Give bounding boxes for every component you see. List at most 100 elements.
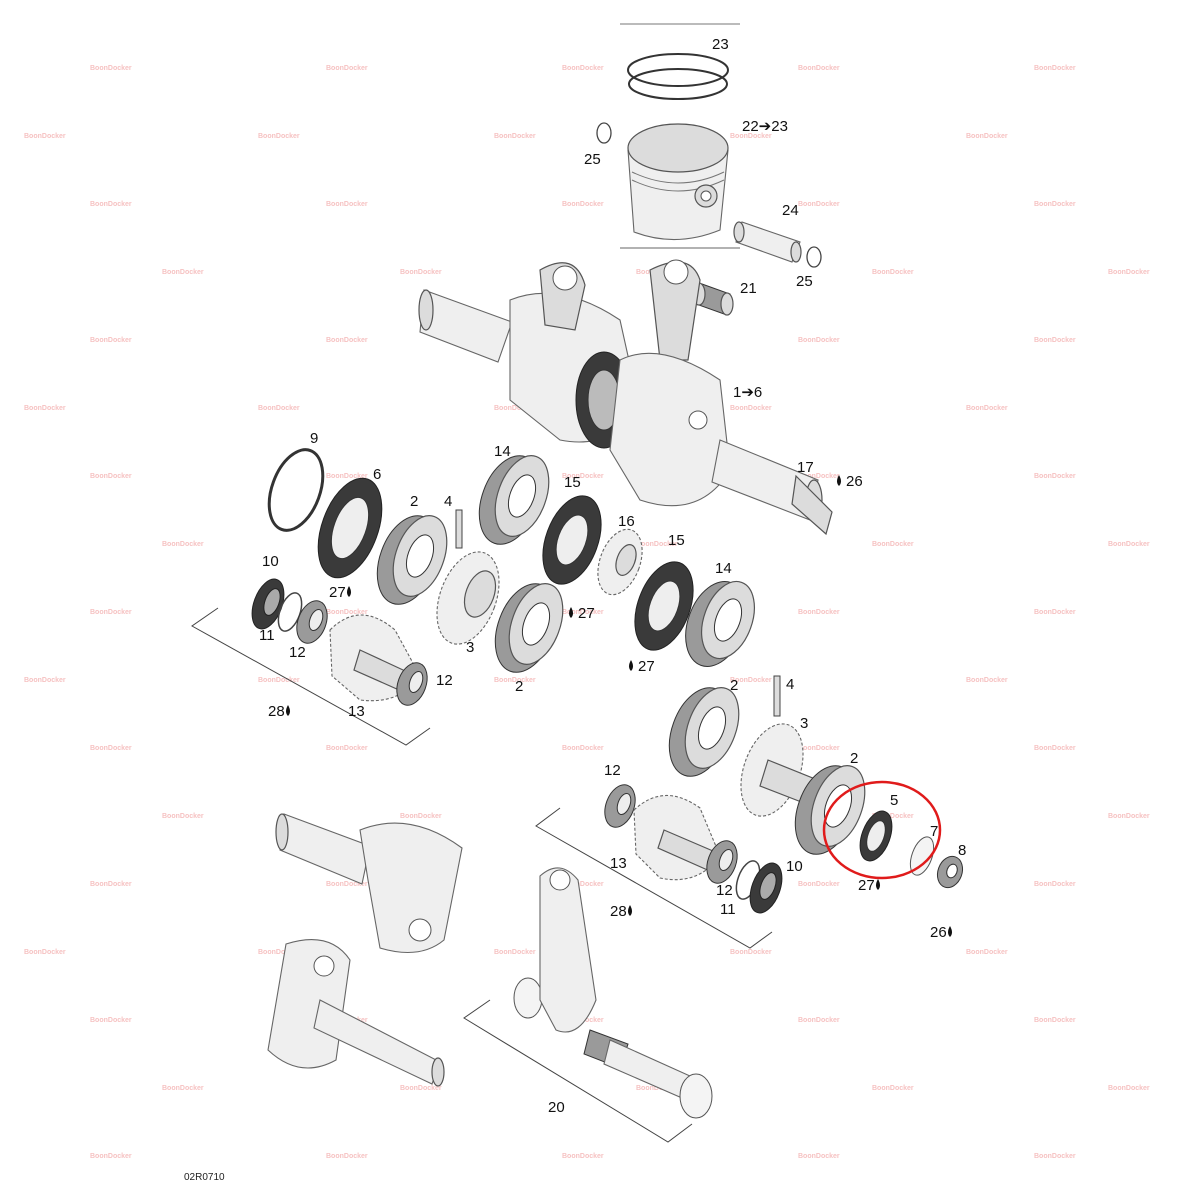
- watermark: BoonDocker: [326, 201, 368, 208]
- oil-seal-5: [859, 810, 893, 862]
- watermark: BoonDocker: [872, 1085, 914, 1092]
- watermark: BoonDocker: [90, 881, 132, 888]
- watermark: BoonDocker: [966, 405, 1008, 412]
- watermark: BoonDocker: [798, 1017, 840, 1024]
- part-label: 21: [740, 280, 757, 297]
- watermark: BoonDocker: [798, 745, 840, 752]
- part-label: 17: [797, 459, 814, 476]
- watermark: BoonDocker: [636, 1085, 678, 1092]
- oil-drop-icon: [628, 905, 632, 916]
- part-label: 27: [329, 584, 346, 601]
- watermark: BoonDocker: [1034, 1153, 1076, 1160]
- dowel-pin-4-b: [773, 675, 781, 717]
- watermark: BoonDocker: [562, 881, 604, 888]
- part-label: 1➔6: [733, 384, 762, 401]
- watermark: BoonDocker: [966, 133, 1008, 140]
- part-label: 12: [436, 672, 453, 689]
- watermark: BoonDocker: [966, 677, 1008, 684]
- part-label: 16: [618, 513, 635, 530]
- gear-3-a: [436, 551, 500, 645]
- watermark: BoonDocker: [1034, 65, 1076, 72]
- crank-half-upper: [275, 813, 463, 953]
- part-label: 2: [850, 750, 858, 767]
- oil-seal-15-b: [634, 561, 694, 651]
- watermark: BoonDocker: [798, 201, 840, 208]
- part-label: 13: [348, 703, 365, 720]
- oil-drop-icon: [837, 475, 841, 486]
- part-label: 22➔23: [742, 118, 788, 135]
- watermark: BoonDocker: [798, 65, 840, 72]
- watermark: BoonDocker: [326, 1153, 368, 1160]
- watermark: BoonDocker: [798, 473, 840, 480]
- part-label: 2: [515, 678, 523, 695]
- watermark: BoonDocker: [494, 133, 536, 140]
- part-label: 4: [444, 493, 452, 510]
- watermark: BoonDocker: [326, 337, 368, 344]
- bracket-28-b: [535, 807, 773, 949]
- part-label: 11: [259, 627, 275, 644]
- watermark: BoonDocker: [1034, 1017, 1076, 1024]
- watermark: BoonDocker: [24, 677, 66, 684]
- watermark: BoonDocker: [90, 65, 132, 72]
- watermark: BoonDocker: [90, 1153, 132, 1160]
- watermark: BoonDocker: [872, 541, 914, 548]
- watermark: BoonDocker: [562, 201, 604, 208]
- watermark: BoonDocker: [90, 609, 132, 616]
- watermark: BoonDocker: [258, 677, 300, 684]
- part-label: 7: [930, 823, 938, 840]
- piston-pin-24: [733, 221, 802, 263]
- watermark: BoonDocker: [494, 405, 536, 412]
- part-label: 24: [782, 202, 799, 219]
- washer-7: [909, 836, 935, 876]
- part-label: 3: [466, 639, 474, 656]
- oil-drop-icon: [876, 879, 880, 890]
- piston-ring-23: [627, 53, 729, 87]
- part-label: 14: [715, 560, 732, 577]
- watermark: BoonDocker: [730, 677, 772, 684]
- part-label: 8: [958, 842, 966, 859]
- highlight-circle: [822, 780, 942, 880]
- part-label: 2: [410, 493, 418, 510]
- ball-bearing-14-b: [685, 580, 755, 667]
- balancer-gear-13-b: [633, 795, 721, 881]
- part-label: 12: [716, 882, 733, 899]
- watermark: BoonDocker: [966, 949, 1008, 956]
- part-label: 25: [796, 273, 813, 290]
- watermark: BoonDocker: [326, 473, 368, 480]
- watermark: BoonDocker: [400, 269, 442, 276]
- watermark: BoonDocker: [326, 609, 368, 616]
- oil-drop-icon: [286, 705, 290, 716]
- part-label: 15: [668, 532, 685, 549]
- oil-drop-icon: [347, 586, 351, 597]
- bearing-12-a: [296, 600, 328, 644]
- part-label: 27: [578, 605, 595, 622]
- watermark: BoonDocker: [562, 609, 604, 616]
- watermark: BoonDocker: [162, 541, 204, 548]
- watermark: BoonDocker: [730, 405, 772, 412]
- part-label: 14: [494, 443, 511, 460]
- part-label: 27: [858, 877, 875, 894]
- watermark: BoonDocker: [326, 881, 368, 888]
- watermark: BoonDocker: [326, 745, 368, 752]
- watermark: BoonDocker: [24, 133, 66, 140]
- oil-seal-6: [317, 477, 383, 579]
- watermark: BoonDocker: [1034, 201, 1076, 208]
- needle-bearing-10-b: [749, 862, 783, 914]
- watermark: BoonDocker: [798, 1153, 840, 1160]
- bearing-12-b: [396, 662, 428, 706]
- watermark: BoonDocker: [90, 337, 132, 344]
- watermark: BoonDocker: [90, 1017, 132, 1024]
- piston-ring-23-inner: [628, 68, 728, 100]
- watermark: BoonDocker: [24, 405, 66, 412]
- oil-drop-icon: [569, 607, 573, 618]
- bracket-28-a: [191, 607, 431, 746]
- watermark: BoonDocker: [1034, 881, 1076, 888]
- watermark: BoonDocker: [1034, 609, 1076, 616]
- watermark: BoonDocker: [798, 609, 840, 616]
- watermark: BoonDocker: [90, 745, 132, 752]
- watermark: BoonDocker: [258, 949, 300, 956]
- nut-8: [936, 855, 964, 889]
- oil-drop-icon: [948, 926, 952, 937]
- watermark: BoonDocker: [1034, 337, 1076, 344]
